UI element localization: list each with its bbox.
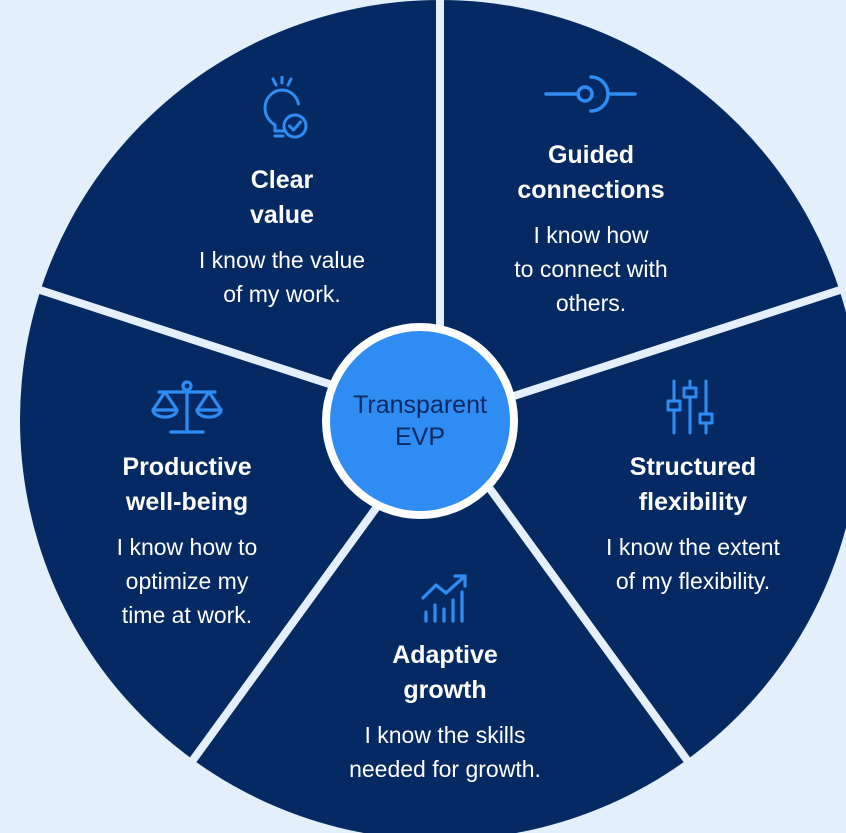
segment-title: Structured flexibility [629, 453, 757, 516]
segment-title: Adaptive growth [392, 641, 498, 704]
lightbulb-check-icon [263, 76, 308, 139]
segment-guided-connections: Guided connections I know how to connect… [514, 138, 667, 320]
center-label-line-1: Transparent [353, 391, 487, 419]
segment-description: I know how to optimize my time at work. [116, 534, 258, 628]
segment-description: I know the value of my work. [198, 247, 366, 307]
segment-description: I know the extent of my flexibility. [606, 534, 780, 594]
segment-description: I know how to connect with others. [514, 222, 668, 316]
growth-chart-icon [421, 574, 467, 623]
segment-description: I know the skills needed for growth. [349, 722, 541, 782]
center-label-line-2: EVP [394, 423, 446, 451]
segment-structured-flexibility: Structured flexibility I know the extent… [606, 450, 780, 598]
center-label: Transparent EVP [330, 331, 510, 511]
segment-productive-well-being: Productive well-being I know how to opti… [117, 450, 258, 632]
segment-clear-value: Clear value I know the value of my work. [199, 163, 365, 311]
connection-node-icon [544, 75, 637, 113]
segment-title: Clear value [250, 166, 314, 229]
segment-title: Guided connections [517, 141, 665, 204]
sliders-icon [666, 379, 714, 435]
segment-title: Productive well-being [122, 453, 252, 516]
center-hub [322, 323, 518, 519]
segment-adaptive-growth: Adaptive growth I know the skills needed… [349, 638, 541, 786]
balance-scale-icon [151, 380, 223, 434]
